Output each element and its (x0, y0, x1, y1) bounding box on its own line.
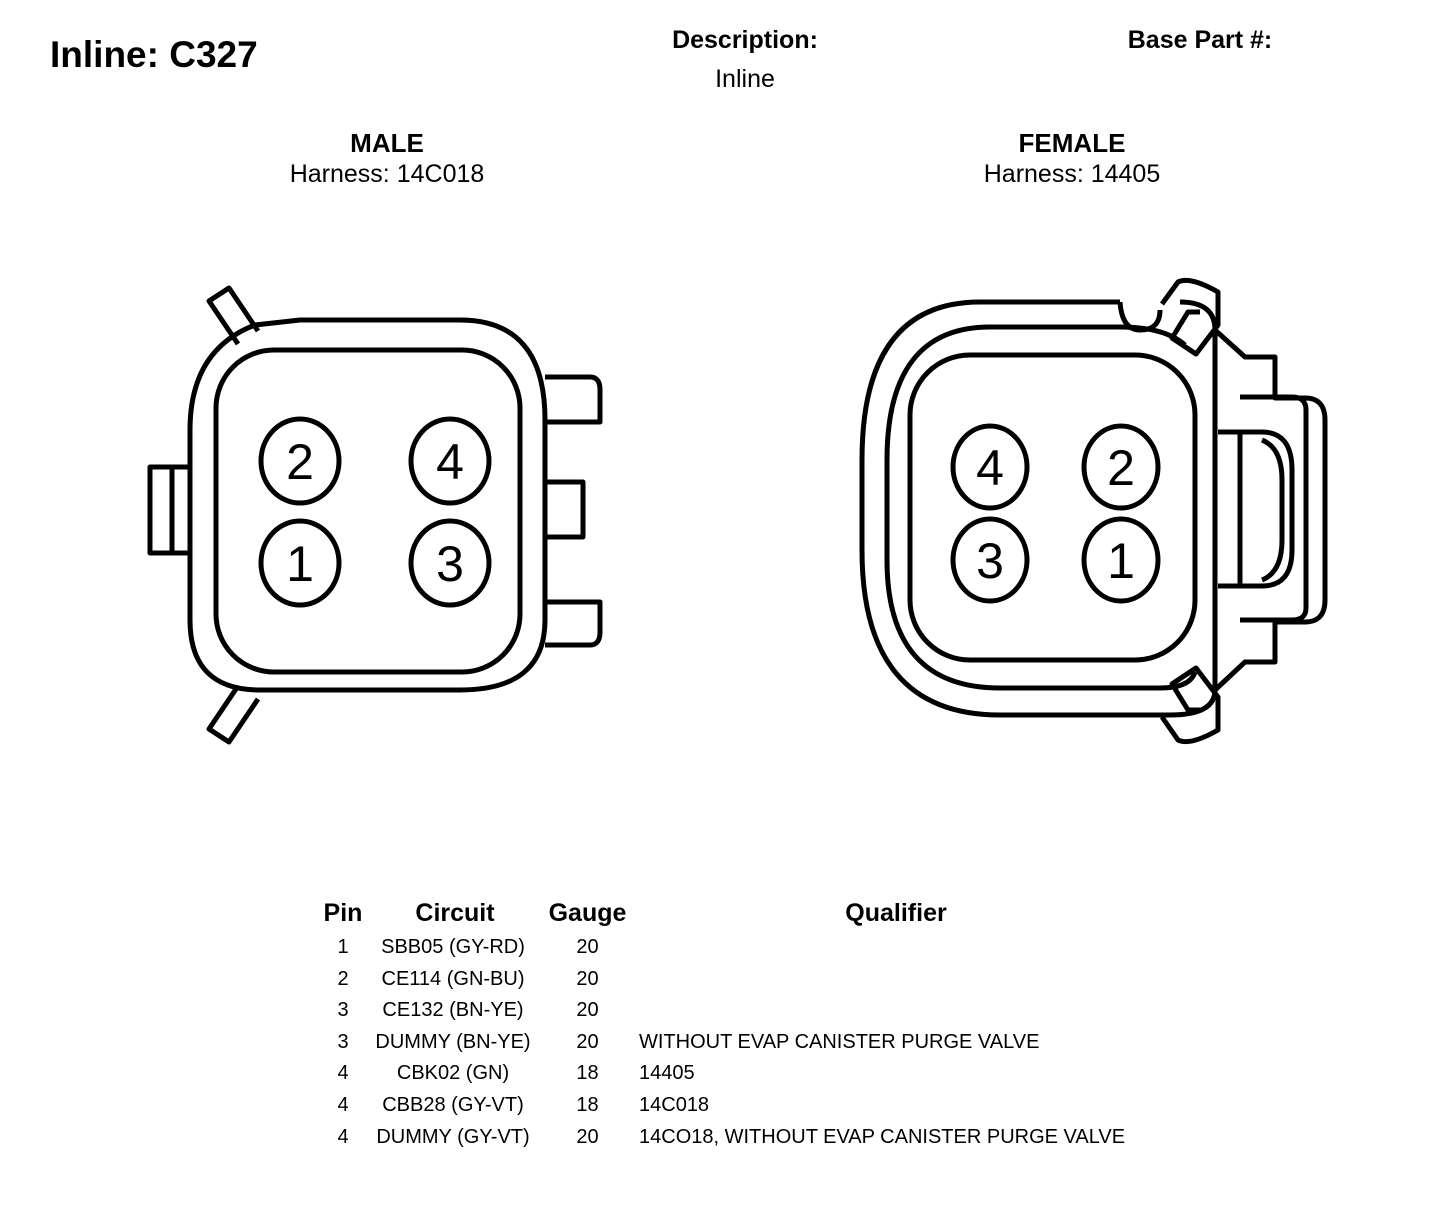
gauge-cell: 18 (576, 1093, 599, 1116)
pin-cell: 1 (337, 936, 349, 958)
pin-table: 1 SBB05 (GY-RD) 20 2 CE114 (GN-BU) 20 3 … (0, 933, 1440, 1154)
gauge-cell: 20 (576, 1125, 599, 1148)
qualifier-cell: 14C018 (639, 1093, 710, 1116)
qualifier-column-header: Qualifier (845, 899, 947, 927)
female-pin-label: 1 (1107, 533, 1135, 589)
female-pin-cavity-4 (950, 423, 1030, 511)
gauge-cell: 20 (576, 967, 599, 990)
male-pin-label: 3 (436, 536, 464, 592)
circuit-cell: CBK02 (GN) (396, 1062, 510, 1085)
gauge-cell: 20 (576, 999, 599, 1022)
circuit-cell: DUMMY (BN-YE) (375, 1030, 531, 1053)
circuit-cell: DUMMY (GY-VT) (376, 1125, 530, 1148)
base-part-label: Base Part #: (1127, 26, 1273, 54)
male-housing-inner (213, 347, 523, 675)
table-row: 4 CBK02 (GN) 18 14405 (0, 1059, 1440, 1091)
circuit-column-header: Circuit (415, 899, 495, 927)
description-label: Description: (672, 26, 818, 54)
male-pin-cavity-4 (408, 416, 492, 506)
male-pin-cavity-1 (258, 518, 342, 608)
male-pin-label: 2 (286, 434, 314, 490)
female-harness: Harness: 14405 (983, 160, 1161, 188)
female-heading: FEMALE (1018, 128, 1126, 158)
female-pin-label: 2 (1107, 440, 1135, 496)
male-housing-outer (187, 317, 548, 693)
table-row: 1 SBB05 (GY-RD) 20 (0, 933, 1440, 965)
table-row: 4 DUMMY (GY-VT) 20 14CO18, WITHOUT EVAP … (0, 1123, 1440, 1155)
male-pin-label: 4 (436, 434, 464, 490)
female-latch-outer (1213, 328, 1328, 692)
table-row: 3 DUMMY (BN-YE) 20 WITHOUT EVAP CANISTER… (0, 1028, 1440, 1060)
female-pin-label: 3 (976, 533, 1004, 589)
female-latch-inner (1240, 394, 1309, 623)
female-lock-tab-top (1159, 277, 1221, 357)
table-row: 4 CBB28 (GY-VT) 18 14C018 (0, 1091, 1440, 1123)
female-lock-tab-bottom (1159, 665, 1221, 745)
female-housing-outer (859, 299, 1218, 718)
pin-cell: 2 (337, 967, 349, 990)
description-value: Inline (715, 65, 775, 93)
male-pin-cavity-3 (408, 518, 492, 608)
gauge-cell: 18 (576, 1062, 599, 1085)
male-harness: Harness: 14C018 (289, 160, 485, 188)
male-rib-bottom (545, 599, 603, 648)
qualifier-cell: WITHOUT EVAP CANISTER PURGE VALVE (639, 1030, 1040, 1053)
female-connector-diagram: 4 2 3 1 (859, 277, 1328, 745)
male-pin-cavity-2 (258, 416, 342, 506)
circuit-cell: CE132 (BN-YE) (382, 999, 524, 1022)
male-rib-top (545, 374, 603, 425)
female-pin-cavity-3 (950, 516, 1030, 604)
gauge-cell: 20 (576, 936, 599, 958)
qualifier-cell: 14405 (639, 1062, 695, 1085)
circuit-cell: CE114 (GN-BU) (381, 967, 525, 990)
pin-cell: 4 (337, 1062, 349, 1085)
pin-cell: 4 (337, 1093, 349, 1116)
female-pin-label: 4 (976, 440, 1004, 496)
gauge-cell: 20 (576, 1030, 599, 1053)
male-heading: MALE (350, 128, 424, 158)
table-row: 3 CE132 (BN-YE) 20 (0, 996, 1440, 1028)
male-rib-middle (545, 479, 586, 540)
male-lock-tab-top (206, 285, 261, 346)
pin-cell: 3 (337, 1030, 349, 1053)
male-pin-label: 1 (286, 536, 314, 592)
pin-cell: 3 (337, 999, 349, 1022)
pin-column-header: Pin (323, 899, 363, 927)
female-pin-cavity-2 (1081, 423, 1161, 511)
gauge-column-header: Gauge (548, 899, 627, 927)
connector-title: Inline: C327 (50, 34, 258, 75)
table-row: 2 CE114 (GN-BU) 20 (0, 965, 1440, 997)
female-pin-cavity-1 (1081, 516, 1161, 604)
male-lock-tab-bottom (206, 684, 261, 745)
circuit-cell: SBB05 (GY-RD) (381, 936, 525, 958)
female-housing-inner (907, 352, 1198, 663)
pin-cell: 4 (337, 1125, 349, 1148)
male-connector-diagram: 2 4 1 3 (147, 285, 603, 745)
circuit-cell: CBB28 (GY-VT) (382, 1093, 524, 1116)
female-housing-middle (884, 324, 1198, 691)
female-latch-button (1218, 429, 1295, 589)
qualifier-cell: 14CO18, WITHOUT EVAP CANISTER PURGE VALV… (639, 1125, 1126, 1148)
